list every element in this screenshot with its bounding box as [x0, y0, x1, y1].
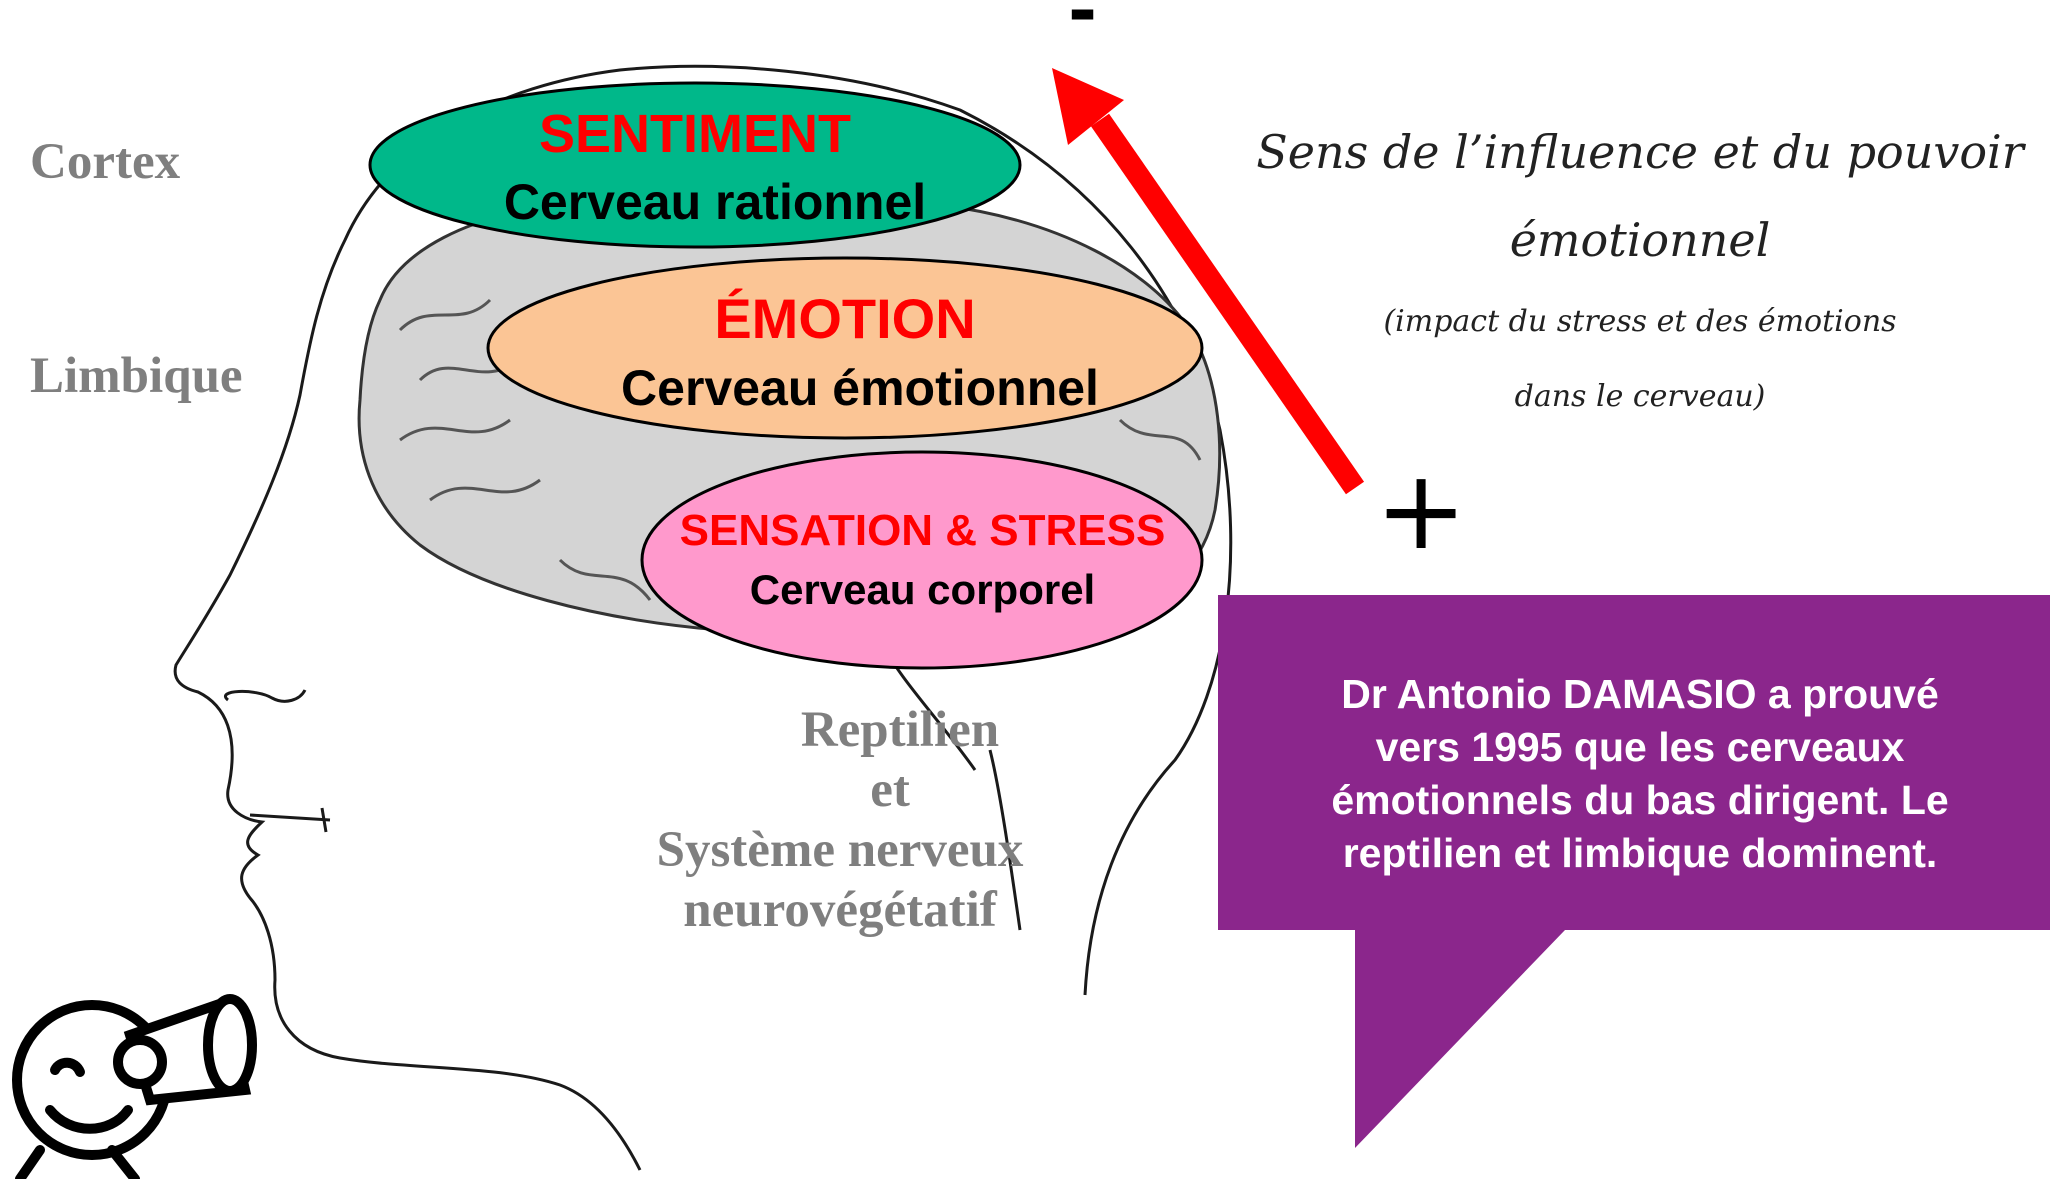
callout-line1: Dr Antonio DAMASIO a prouvé	[1230, 668, 2050, 721]
mascot-telescope	[17, 999, 252, 1179]
label-reptilien-line2: et	[560, 760, 1120, 820]
influence-line2: émotionnel	[1240, 196, 2040, 284]
nostril	[225, 690, 305, 701]
layer-emotion-subtitle: Cerveau émotionnel	[520, 355, 1170, 421]
influence-line3: (impact du stress et des émotions	[1240, 284, 2040, 359]
layer-sentiment: SENTIMENT Cerveau rationnel	[370, 100, 1020, 236]
label-limbique: Limbique	[30, 347, 243, 405]
label-cortex: Cortex	[30, 133, 180, 191]
layer-sensation: SENSATION & STRESS Cerveau corporel	[650, 500, 1195, 618]
influence-caption: Sens de l’influence et du pouvoir émotio…	[1240, 108, 2040, 434]
label-reptilien-line1: Reptilien	[560, 700, 1120, 760]
callout-text: Dr Antonio DAMASIO a prouvé vers 1995 qu…	[1230, 668, 2050, 880]
layer-sensation-subtitle: Cerveau corporel	[650, 562, 1195, 618]
arrow-plus-sign: +	[1375, 455, 1467, 565]
callout-line3: émotionnels du bas dirigent. Le	[1230, 774, 2050, 827]
mouth-line	[250, 808, 330, 832]
layer-emotion-title: ÉMOTION	[520, 283, 1170, 355]
layer-sensation-title: SENSATION & STRESS	[650, 500, 1195, 562]
label-reptilien-line4: neurovégétatif	[560, 880, 1120, 940]
label-reptilien-line3: Système nerveux	[560, 820, 1120, 880]
layer-sentiment-title: SENTIMENT	[370, 100, 1020, 168]
influence-line4: dans le cerveau)	[1240, 359, 2040, 434]
label-reptilien-block: Reptilien et Système nerveux neurovégéta…	[560, 700, 1120, 940]
callout-line2: vers 1995 que les cerveaux	[1230, 721, 2050, 774]
influence-line1: Sens de l’influence et du pouvoir	[1240, 108, 2040, 196]
layer-sentiment-subtitle: Cerveau rationnel	[370, 168, 1020, 236]
layer-emotion: ÉMOTION Cerveau émotionnel	[520, 283, 1170, 421]
callout-line4: reptilien et limbique dominent.	[1230, 827, 2050, 880]
arrow-minus-sign: -	[1068, 0, 1097, 52]
